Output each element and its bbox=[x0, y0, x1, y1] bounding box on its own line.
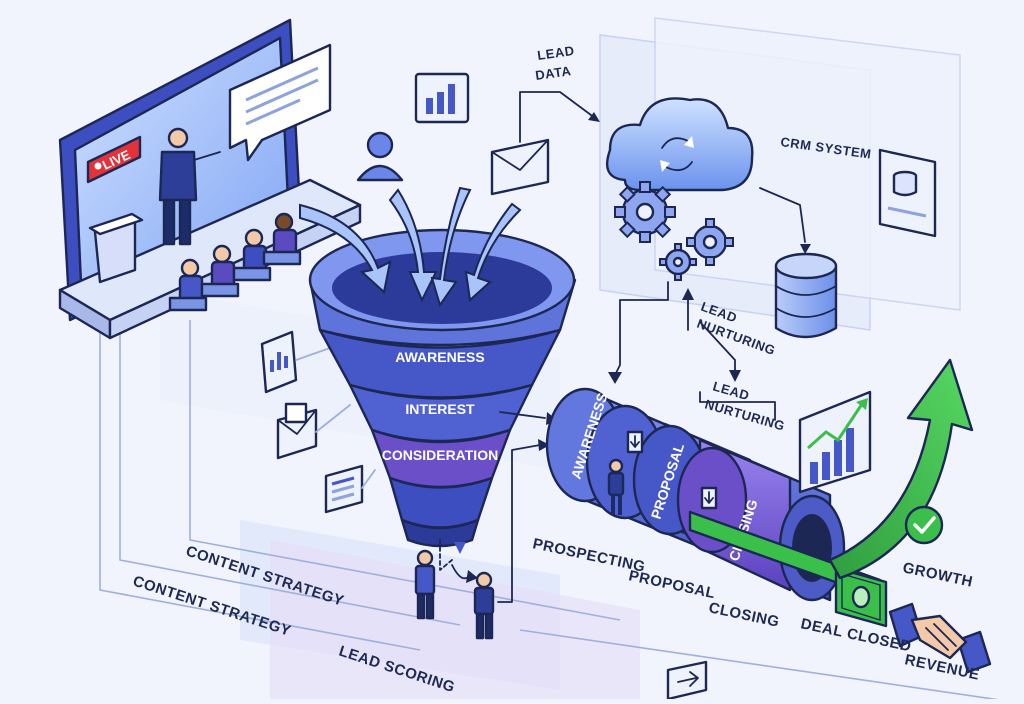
small-database-icon bbox=[892, 170, 918, 197]
database-icon bbox=[774, 252, 838, 339]
gear-icons bbox=[614, 181, 734, 281]
cloud-sync-icon bbox=[605, 97, 754, 192]
lead-data-label-line2: DATA bbox=[534, 63, 572, 83]
user-icon bbox=[356, 131, 404, 182]
sales-pipeline: AWARENESS PROPOSAL CLOSING bbox=[545, 387, 888, 628]
gear-icon bbox=[686, 218, 734, 266]
stage-label-closing: CLOSING bbox=[707, 599, 781, 631]
gear-icon bbox=[614, 181, 676, 243]
checkmark-icon bbox=[904, 505, 944, 545]
lead-data-flow: LEAD DATA bbox=[519, 43, 600, 143]
pipeline-person bbox=[607, 458, 625, 515]
gear-icon bbox=[659, 243, 697, 281]
envelope-icon bbox=[490, 138, 550, 196]
stage-label-proposal: PROPOSAL bbox=[627, 567, 717, 602]
icon-connectors bbox=[295, 347, 376, 489]
presenter-figure bbox=[158, 127, 221, 246]
bar-chart-icon bbox=[414, 72, 470, 124]
sales-funnel: AWARENESS INTEREST CONSIDERATION bbox=[299, 186, 577, 548]
funnel-stage-awareness: AWARENESS bbox=[395, 349, 484, 365]
leads-people bbox=[414, 539, 495, 640]
article-icon bbox=[324, 464, 364, 514]
pipeline-down-arrows bbox=[626, 430, 718, 510]
mail-document-icon bbox=[276, 402, 318, 460]
money-icon bbox=[834, 566, 888, 628]
growth-label: GROWTH bbox=[901, 559, 974, 590]
podium-icon bbox=[88, 212, 144, 284]
funnel-stage-consideration: CONSIDERATION bbox=[382, 447, 498, 463]
funnel-inflow-arrows bbox=[299, 186, 522, 308]
funnel-stage-interest: INTEREST bbox=[405, 401, 475, 417]
growth-arrow bbox=[828, 358, 974, 580]
bottom-arrow-icon bbox=[666, 660, 708, 701]
handshake-icon bbox=[888, 602, 992, 674]
growth-chart-icon bbox=[798, 390, 872, 494]
speech-bubble-icon bbox=[228, 43, 332, 162]
audience bbox=[168, 212, 302, 312]
document-icon bbox=[260, 330, 298, 394]
lead-nurturing-a-line2: NURTURING bbox=[695, 316, 778, 358]
lead-data-label-line1: LEAD bbox=[536, 43, 575, 63]
webinar-screen: LIVE bbox=[58, 18, 362, 340]
